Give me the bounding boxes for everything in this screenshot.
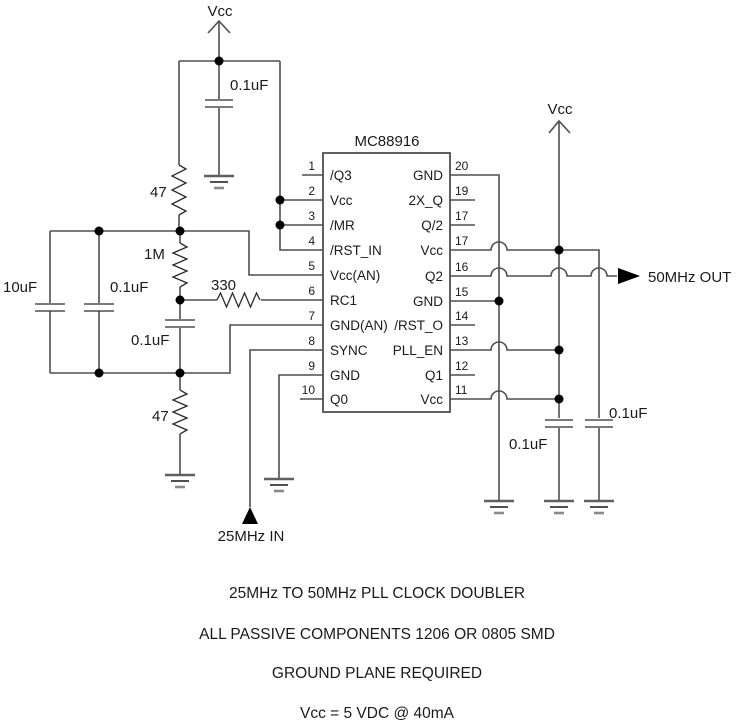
pin-label: GND [413,168,443,183]
pin-number: 9 [308,359,315,373]
pin-label: GND [413,294,443,309]
ic-pin-numbers-right: 20 19 17 17 16 15 14 13 12 11 [455,159,469,397]
resistor-1m [171,242,189,288]
pin-number: 14 [455,309,469,323]
capacitors [35,99,613,428]
capacitor-top [205,99,233,108]
res-330-value: 330 [211,277,236,294]
note-line: 25MHz TO 50MHz PLL CLOCK DOUBLER [229,585,525,602]
capacitor-01-mid [165,319,195,328]
pin-number: 17 [455,234,469,248]
pin-number: 13 [455,334,469,348]
pin-number: 10 [302,383,316,397]
cap-10uf-value: 10uF [3,279,37,296]
capacitor-10uf [35,303,65,312]
pin-number: 20 [455,159,469,173]
ic-pin-labels-left: /Q3 Vcc /MR /RST_IN Vcc(AN) RC1 GND(AN) … [330,168,388,407]
wires [49,19,617,507]
res-47-top-value: 47 [150,184,167,201]
junction-dots [94,56,564,404]
vcc-label-left: Vcc [207,3,233,20]
res-47-bottom-value: 47 [152,408,169,425]
pin-number: 19 [455,184,469,198]
pin-number: 11 [455,383,468,397]
pin-number: 17 [455,209,469,223]
resistor-47-top [170,164,188,216]
ic-body [322,152,451,413]
pin-label: 2X_Q [408,193,443,208]
pin-number: 3 [308,209,315,223]
ground-icon [544,499,574,515]
pin-label: GND(AN) [330,318,388,333]
pin-label: Vcc(AN) [330,268,380,283]
pin-number: 6 [308,284,315,298]
ground-icon [584,499,614,515]
pin-number: 15 [455,285,469,299]
resistors [170,164,261,435]
ground-icon [264,477,294,493]
resistor-330 [216,291,261,309]
note-line: ALL PASSIVE COMPONENTS 1206 OR 0805 SMD [199,626,555,643]
ground-icon [204,174,234,190]
pin-number: 5 [308,259,315,273]
capacitor-01-left [84,303,114,312]
ic-pin-labels-right: GND 2X_Q Q/2 Vcc Q2 GND /RST_O PLL_EN Q1… [393,168,444,407]
pin-label: RC1 [330,293,357,308]
capacitor-01-right-inner [545,419,573,428]
ground-symbols [165,174,614,515]
pin-label: Vcc [330,193,353,208]
pin-label: PLL_EN [393,343,443,358]
notes-block: 25MHz TO 50MHz PLL CLOCK DOUBLER ALL PAS… [199,585,555,722]
note-line: GROUND PLANE REQUIRED [272,665,482,682]
pin-number: 8 [308,334,315,348]
pin-label: Vcc [420,243,443,258]
ic-pin-numbers-left: 1 2 3 4 5 6 7 8 9 10 [302,159,316,397]
pin-label: /RST_IN [330,243,382,258]
input-arrow-icon [242,507,258,524]
cap-01-left-value: 0.1uF [110,279,148,296]
capacitor-01-right-outer [585,419,613,428]
component-labels: Vcc Vcc 0.1uF 47 1M 10uF 0.1uF 330 0.1uF… [3,3,731,545]
pin-label: Vcc [420,392,443,407]
pin-label: /RST_O [394,318,443,333]
output-label: 50MHz OUT [648,269,731,286]
pin-label: SYNC [330,343,368,358]
pin-label: /Q3 [330,168,352,183]
resistor-47-bottom [171,389,189,435]
pin-label: GND [330,368,360,383]
ground-icon [484,499,514,515]
note-line: Vcc = 5 VDC @ 40mA [300,705,455,722]
cap-top-value: 0.1uF [230,77,268,94]
pin-label: Q1 [425,368,443,383]
cap-01-right-inner-value: 0.1uF [509,436,547,453]
input-label: 25MHz IN [218,528,285,545]
cap-01-right-outer-value: 0.1uF [609,405,647,422]
pin-number: 4 [308,234,315,248]
pin-number: 2 [308,184,315,198]
ground-icon [165,473,195,489]
pin-number: 12 [455,359,469,373]
pin-number: 16 [455,260,469,274]
res-1m-value: 1M [144,246,165,263]
cap-01-mid-value: 0.1uF [131,332,169,349]
pin-number: 1 [308,159,315,173]
pin-label: /MR [330,218,355,233]
output-arrow-icon [618,268,640,284]
pin-label: Q2 [425,269,443,284]
ic-title: MC88916 [354,133,419,150]
pin-number: 7 [308,309,315,323]
pin-label: Q/2 [421,218,443,233]
vcc-label-right: Vcc [547,101,573,118]
pin-label: Q0 [330,392,348,407]
